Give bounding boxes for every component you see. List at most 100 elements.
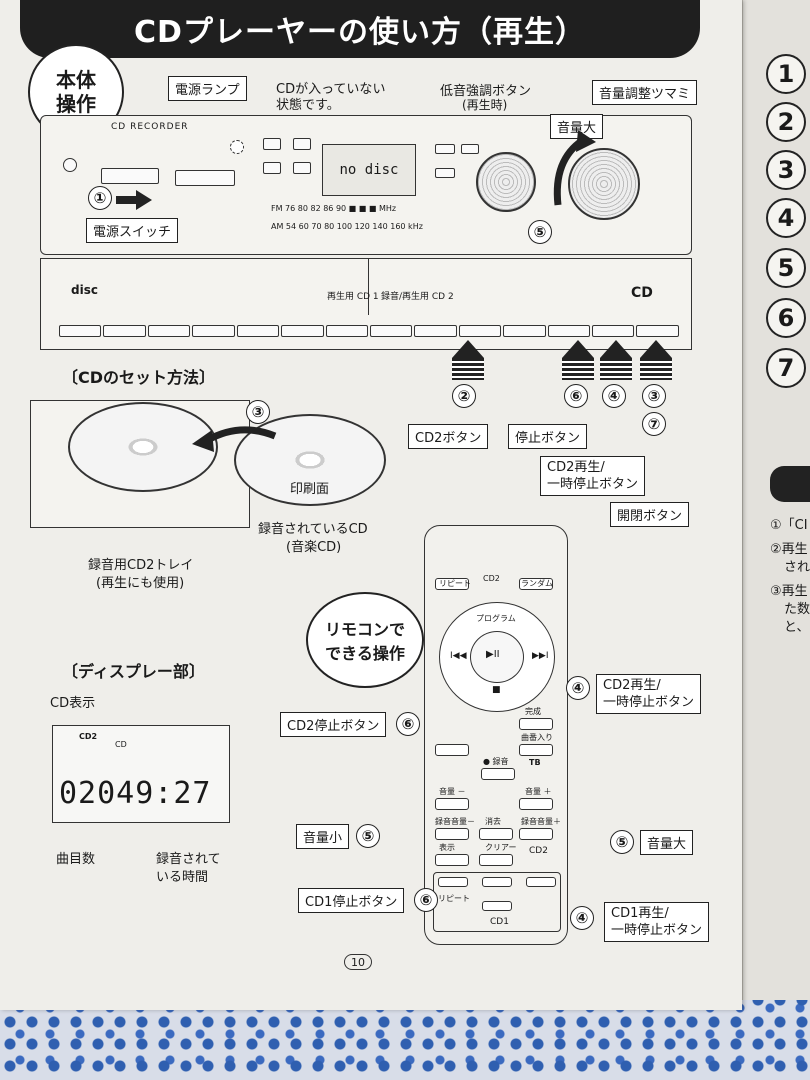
remote-step-5-left-marker: ⑤	[356, 824, 380, 848]
cd1-play-button[interactable]	[103, 325, 146, 337]
rec-vol-up-label: 録音音量＋	[521, 817, 561, 826]
random-button[interactable]	[263, 162, 281, 174]
remote-step-4b-marker: ④	[570, 906, 594, 930]
cd2-play-button[interactable]	[592, 325, 635, 337]
cd2-stop-button[interactable]	[547, 325, 591, 337]
fm-mode-switch[interactable]	[175, 170, 235, 186]
rec-label: ● 録音	[483, 757, 509, 766]
right-snippet-4: ③再生	[770, 584, 808, 599]
finish-button[interactable]	[519, 718, 553, 730]
remote-cd2-play-label: CD2再生/ 一時停止ボタン	[596, 674, 702, 714]
finish-button[interactable]	[293, 162, 311, 174]
cd1-play-line1: CD1再生/	[611, 906, 669, 921]
recorded-cd-line1: 録音されているCD	[258, 522, 368, 537]
cd2-stop-label: CD2停止ボタン	[280, 712, 387, 737]
power-lamp-label: 電源ランプ	[168, 76, 247, 101]
program-button[interactable]	[236, 325, 280, 337]
cd1-play-button[interactable]	[482, 877, 512, 887]
right-num-5: 5	[766, 248, 806, 288]
rewind-icon[interactable]: I◀◀	[450, 651, 467, 661]
front-lcd: no disc	[322, 144, 416, 196]
cd-display-label: CD表示	[50, 696, 96, 711]
vol-down-button[interactable]	[435, 798, 469, 810]
volume-up-label: 音量大	[550, 114, 604, 139]
remote-step-5-right-marker: ⑤	[610, 830, 634, 854]
vol-in-button[interactable]	[519, 744, 553, 756]
display-heading: 〔ディスプレー部〕	[62, 662, 205, 681]
vol-down-label: 音量 －	[439, 787, 466, 796]
remote-step-6b-marker: ⑥	[414, 888, 438, 912]
right-snippet-1: ①「CI	[770, 518, 808, 533]
step-3-cd-marker: ③	[246, 400, 270, 424]
display-button[interactable]	[435, 854, 469, 866]
clear-button[interactable]	[479, 854, 513, 866]
record-button[interactable]	[435, 144, 455, 154]
page-title: CDプレーヤーの使い方（再生）	[20, 0, 700, 58]
am-scale: AM 54 60 70 80 100 120 140 160 kHz	[271, 222, 423, 231]
step-7-marker: ⑦	[642, 412, 666, 436]
cd2-open-close-button[interactable]	[636, 325, 679, 337]
left-button[interactable]	[435, 744, 469, 756]
radio-tuning-knob[interactable]	[476, 152, 536, 212]
play-pause-icon[interactable]: ▶II	[486, 649, 500, 660]
cd1-open-close-button[interactable]	[59, 325, 102, 337]
tb-label: TB	[529, 758, 541, 767]
cd1-stop-button[interactable]	[147, 325, 191, 337]
volume-knob[interactable]	[568, 148, 640, 220]
repeat-button[interactable]	[435, 578, 469, 590]
cd-disc-icon	[68, 402, 218, 492]
cd1-edit-button[interactable]	[263, 138, 281, 150]
print-side-label: 印刷面	[290, 482, 330, 497]
cd-logo: CD	[631, 285, 653, 301]
lcd-digits: 02049:27	[59, 776, 212, 811]
right-num-7: 7	[766, 348, 806, 388]
right-num-2: 2	[766, 102, 806, 142]
right-page-heading-bar	[770, 466, 810, 502]
bass-label-line1: 低音強調ボタン	[440, 84, 532, 99]
cd1-skip-button[interactable]	[192, 325, 235, 337]
cd-rec-input-button[interactable]	[281, 325, 324, 337]
cd1-next-button[interactable]	[526, 877, 556, 887]
cd2-play-pause-label: CD2再生/ 一時停止ボタン	[540, 456, 646, 496]
tape-button[interactable]	[325, 325, 368, 337]
cd2-button[interactable]	[458, 325, 502, 337]
am-fm-button[interactable]	[414, 325, 457, 337]
stop-icon[interactable]: ■	[492, 685, 501, 695]
vol-big-label: 音量大	[640, 830, 694, 855]
power-switch[interactable]	[101, 168, 159, 184]
vol-in-label: 曲番入り	[521, 733, 553, 742]
cd2-bottom-label: CD2	[529, 846, 548, 856]
step-4-marker: ④	[602, 384, 626, 408]
cd1-stop-button[interactable]	[482, 901, 512, 911]
arrow-stripes-icon	[452, 358, 484, 380]
cd1-play-label: CD1再生/ 一時停止ボタン	[604, 902, 710, 942]
cd1-stop-label: CD1停止ボタン	[298, 888, 405, 913]
cd-tray-panel: disc 再生用 CD 1 録音/再生用 CD 2 CD	[40, 258, 692, 350]
cd1-label: CD1	[490, 917, 509, 927]
volume-curve-arrow-icon	[553, 130, 596, 206]
right-snippet-2: ②再生	[770, 542, 808, 557]
page-number: 10	[344, 954, 372, 970]
record-source-button[interactable]	[369, 325, 413, 337]
random-button[interactable]	[519, 578, 553, 590]
vol-up-button[interactable]	[519, 798, 553, 810]
forward-icon[interactable]: ▶▶I	[532, 651, 549, 661]
right-snippet-6: と、	[784, 620, 810, 635]
stop-button-label: 停止ボタン	[508, 424, 588, 449]
cd1-play-line2: 一時停止ボタン	[611, 923, 703, 938]
remote-intro-line1: リモコンで	[324, 620, 405, 639]
step-5-marker: ⑤	[528, 220, 552, 244]
rec-button[interactable]	[481, 768, 515, 780]
cd1-tray-label: 再生用 CD 1	[327, 292, 379, 302]
cd2-skip-button[interactable]	[503, 325, 546, 337]
cd1-prev-button[interactable]	[438, 877, 468, 887]
bass-button[interactable]	[461, 144, 479, 154]
track-in-button[interactable]	[435, 168, 455, 178]
rec-vol-up-button[interactable]	[519, 828, 553, 840]
erase-button[interactable]	[479, 828, 513, 840]
rec-vol-down-button[interactable]	[435, 828, 469, 840]
rec-time-line1: 録音されて	[156, 852, 221, 867]
vol-small-label: 音量小	[296, 824, 350, 849]
delete-button[interactable]	[293, 138, 311, 150]
no-cd-line1: CDが入っていない	[276, 82, 386, 97]
